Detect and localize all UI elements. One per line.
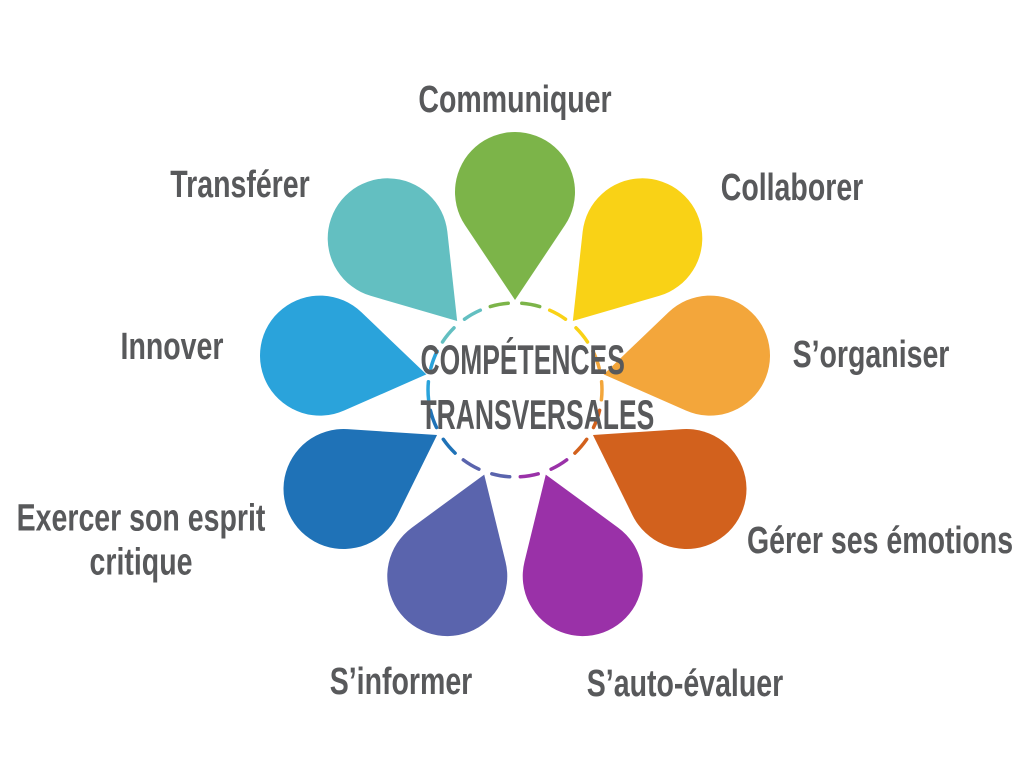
ring-dash-communiquer-1 [488,301,510,309]
ring-dash-gerer-ses-emotions-2 [573,437,589,455]
label-text: Gérer ses émotions [746,520,1014,563]
label-s-auto-evaluer: S’auto-évaluer [554,663,816,707]
ring-dash-s-informer-1 [490,472,512,479]
label-text: S’informer [329,661,473,704]
label-collaborer: Collaborer [697,167,887,211]
petal-s-auto-evaluer [522,474,643,637]
label-text: Innover [120,326,224,369]
petal-transferer [327,178,458,322]
petal-collaborer [572,178,703,322]
title-line-1: COMPÉTENCES [420,336,625,383]
label-innover: Innover [103,326,240,370]
ring-dash-gerer-ses-emotions-1 [591,408,602,430]
petal-s-organiser [603,295,771,416]
ring-dash-transferer-2 [462,308,483,321]
title-line-2: TRANSVERSALES [420,391,655,438]
label-text: Transférer [170,164,310,207]
petal-innover [259,295,427,416]
label-text: S’auto-évaluer [586,663,784,706]
ring-dash-innover-1 [426,379,431,402]
ring-dash-communiquer-2 [520,301,542,309]
ring-dash-s-auto-evaluer-2 [518,472,540,479]
label-communiquer: Communiquer [386,79,644,123]
petal-gerer-ses-emotions [592,429,747,549]
petal-communiquer [455,131,575,301]
label-text: Collaborer [720,167,864,210]
label-gerer-ses-emotions: Gérer ses émotions [703,520,1024,564]
ring-dash-exercer-son-esprit-critique-1 [441,437,457,455]
label-text: Exercer son esprit critique [16,497,266,583]
diagram-title: COMPÉTENCES TRANSVERSALES [365,332,665,442]
ring-dash-s-organiser-1 [591,349,601,370]
label-transferer: Transférer [147,164,333,208]
label-text: Communiquer [418,79,612,122]
ring-dash-innover-2 [429,349,439,370]
petal-s-informer [387,474,508,637]
label-s-informer: S’informer [306,661,496,705]
label-text: S’organiser [792,334,950,377]
ring-dash-s-auto-evaluer-1 [549,458,569,471]
ring-dash-collaborer-2 [574,326,590,344]
ring-dash-s-organiser-2 [599,379,604,402]
ring-dash-s-informer-2 [461,458,481,471]
ring-dash-exercer-son-esprit-critique-2 [428,408,439,430]
petal-exercer-son-esprit-critique [283,429,438,549]
ring-dash-collaborer-1 [547,308,568,321]
label-exercer-son-esprit-critique: Exercer son esprit critique [0,497,321,584]
label-s-organiser: S’organiser [766,334,975,378]
ring-dash-transferer-1 [440,326,456,344]
